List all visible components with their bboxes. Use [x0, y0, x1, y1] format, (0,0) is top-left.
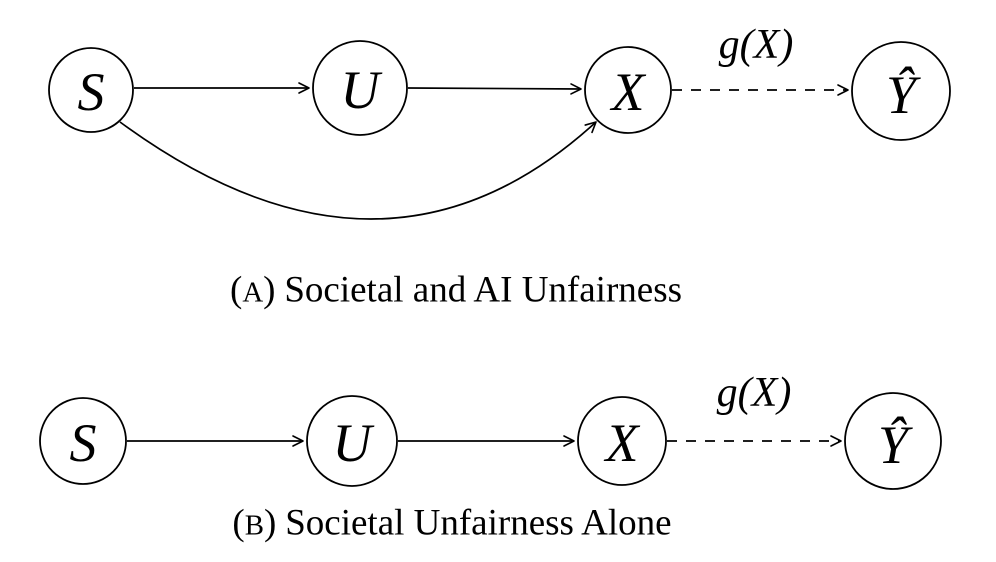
caption-letter: B: [244, 509, 265, 542]
panel-a-caption: (A)Societal and AI Unfairness: [230, 272, 682, 309]
panel-b-node-x-label: X: [605, 413, 639, 473]
caption-close-paren: ): [263, 269, 276, 311]
caption-close-paren: ): [264, 502, 277, 544]
panel-b-caption: (B)Societal Unfairness Alone: [232, 505, 671, 542]
panel-a-node-u-label: U: [340, 60, 380, 120]
panel-a-node-x-label: X: [611, 62, 645, 122]
panel-a-caption-text: Societal and AI Unfairness: [284, 269, 683, 311]
panel-b-node-u-label: U: [332, 413, 372, 473]
panel-b-node-s-label: S: [69, 413, 97, 473]
panel-a-graph: [48, 40, 951, 220]
panel-b-node-x-circle: [577, 396, 667, 486]
panel-a-edge-s-to-x-curved: [119, 121, 597, 220]
panel-a-node-s-label: S: [77, 62, 105, 122]
panel-b-node-u-circle: [306, 395, 398, 487]
panel-a-node-u-circle: [312, 40, 408, 136]
panel-a-node-s-circle: [48, 47, 134, 133]
panel-b-edge-gx-label: g(X): [716, 370, 792, 416]
caption-open-paren: (: [229, 269, 243, 311]
panel-b-caption-label: (B): [232, 503, 276, 544]
panel-a-caption-label: (A): [230, 270, 276, 311]
panel-b-node-yhat-label: Ŷ: [877, 415, 909, 475]
panel-b-node-s-circle: [39, 397, 127, 485]
panel-a-node-yhat-circle: [851, 41, 951, 141]
panel-b-graph: [39, 392, 942, 490]
caption-letter: A: [242, 276, 264, 309]
panel-b-caption-text: Societal Unfairness Alone: [285, 502, 672, 544]
panel-a-edge-u-to-x: [407, 83, 582, 95]
caption-open-paren: (: [232, 502, 245, 544]
panel-a-node-yhat-label: Ŷ: [885, 65, 917, 125]
panel-a-edge-gx-label: g(X): [718, 22, 794, 68]
panel-a-node-x-circle: [584, 46, 672, 134]
panel-b-node-yhat-circle: [844, 392, 942, 490]
